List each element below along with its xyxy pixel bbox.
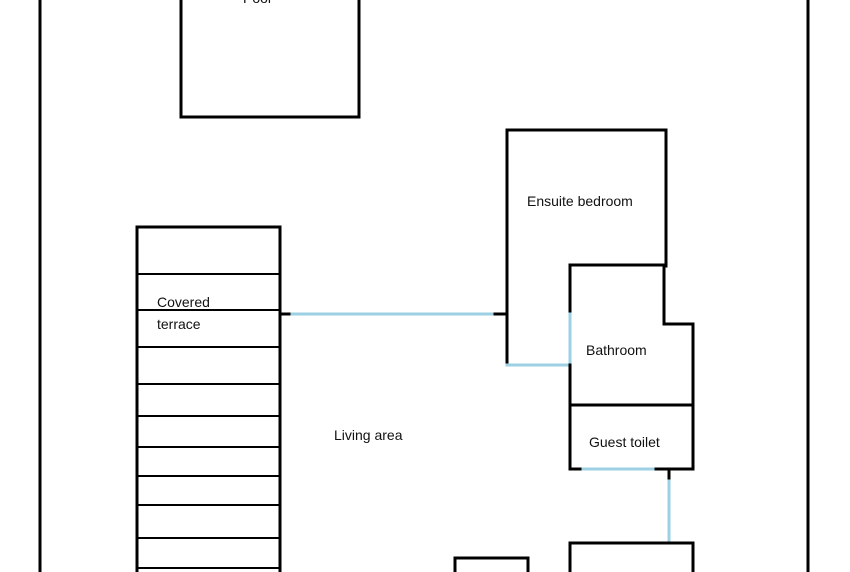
bathroom-label: Bathroom — [586, 342, 647, 358]
pool-outline — [179, 0, 361, 119]
covered-terrace-label-line1: Covered — [157, 294, 210, 310]
bathroom-walls — [568, 263, 695, 407]
covered-terrace-label-line2: terrace — [157, 316, 201, 332]
pool-label: Pool — [243, 0, 271, 9]
terrace-slats — [136, 273, 281, 569]
living-area-label: Living area — [334, 427, 403, 443]
ensuite-bedroom-walls — [505, 128, 668, 367]
terrace-outline — [135, 225, 282, 572]
lower-middle-room — [453, 556, 530, 572]
ensuite-bedroom-label: Ensuite bedroom — [527, 193, 633, 209]
guest-toilet-label: Guest toilet — [589, 434, 660, 450]
lower-right-room — [568, 541, 695, 572]
